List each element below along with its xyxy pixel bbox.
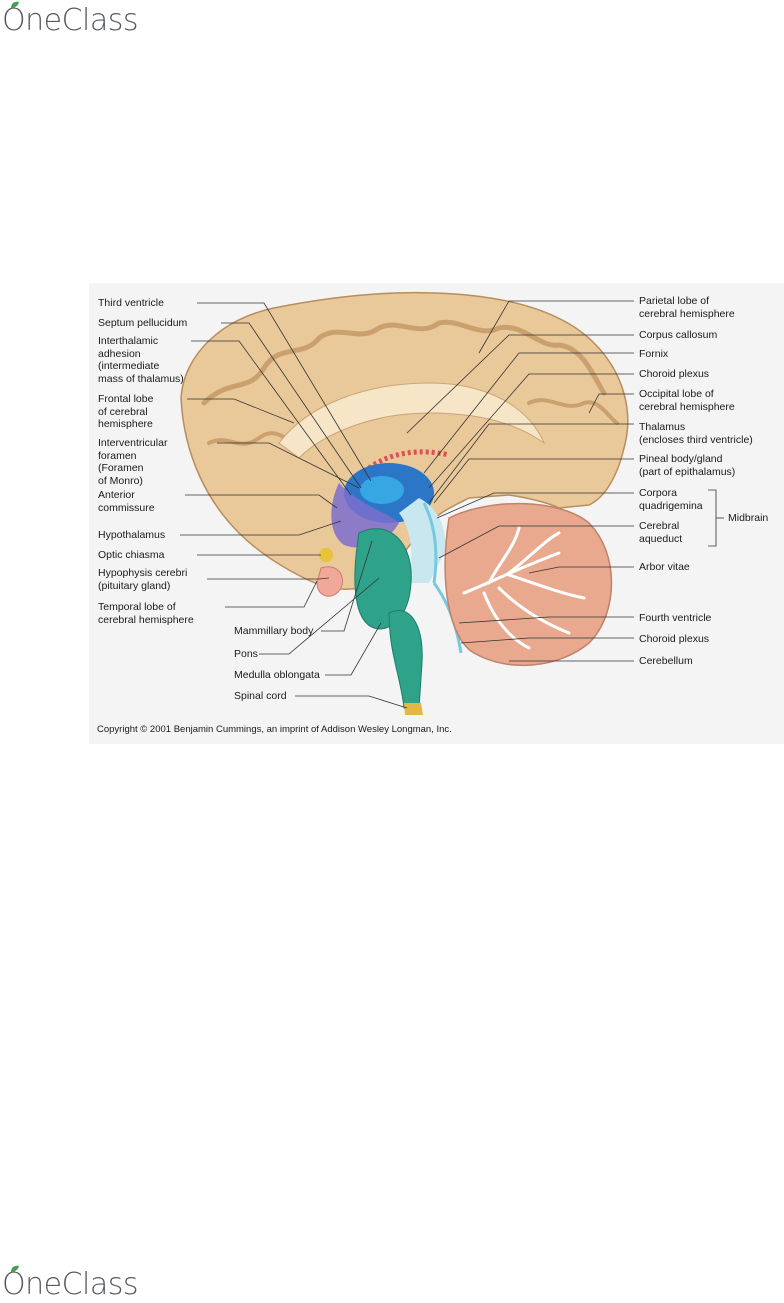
label-frontal-lobe: Frontal lobe of cerebral hemisphere bbox=[98, 393, 154, 430]
label-cerebral-aqueduct: Cerebral aqueduct bbox=[639, 520, 683, 545]
label-interthalamic-adhesion: Interthalamic adhesion (intermediate mas… bbox=[98, 335, 184, 385]
cerebrum-shape bbox=[180, 291, 629, 591]
label-medulla-oblongata: Medulla oblongata bbox=[234, 669, 320, 681]
label-parietal-lobe: Parietal lobe of cerebral hemisphere bbox=[639, 295, 735, 320]
brain-illustration bbox=[180, 291, 724, 715]
label-choroid-plexus-lower: Choroid plexus bbox=[639, 633, 710, 645]
medulla-shape bbox=[388, 610, 423, 709]
label-choroid-plexus-upper: Choroid plexus bbox=[639, 368, 710, 380]
arbor-vitae-shape bbox=[462, 526, 586, 650]
label-midbrain: Midbrain bbox=[728, 512, 769, 524]
brain-sagittal-figure: Third ventricle Septum pellucidum Intert… bbox=[89, 283, 784, 744]
label-thalamus: Thalamus (encloses third ventricle) bbox=[639, 421, 753, 446]
label-fourth-ventricle: Fourth ventricle bbox=[639, 612, 712, 624]
label-interventricular-foramen: Interventricular foramen (Foramen of Mon… bbox=[98, 437, 168, 487]
pituitary-shape bbox=[316, 566, 343, 597]
logo-text: OneClass bbox=[2, 3, 139, 38]
label-corpora-quadrigemina: Corpora quadrigemina bbox=[639, 487, 703, 512]
label-hypophysis-cerebri: Hypophysis cerebri (pituitary gland) bbox=[98, 567, 188, 592]
leaf-icon bbox=[11, 1, 19, 8]
logo-text: OneClass bbox=[2, 1267, 139, 1302]
oneclass-logo-top: OneClass bbox=[2, 1, 139, 38]
leaf-icon bbox=[11, 1265, 19, 1272]
label-third-ventricle: Third ventricle bbox=[98, 297, 164, 309]
label-fornix: Fornix bbox=[639, 348, 669, 360]
label-arbor-vitae: Arbor vitae bbox=[639, 561, 690, 573]
label-anterior-commissure: Anterior commissure bbox=[98, 489, 155, 514]
label-cerebellum: Cerebellum bbox=[639, 655, 693, 667]
label-spinal-cord: Spinal cord bbox=[234, 690, 287, 702]
label-occipital-lobe: Occipital lobe of cerebral hemisphere bbox=[639, 388, 735, 413]
label-corpus-callosum: Corpus callosum bbox=[639, 329, 718, 341]
corpus-callosum-shape bbox=[278, 382, 546, 459]
label-pineal-body: Pineal body/gland (part of epithalamus) bbox=[639, 453, 736, 478]
label-optic-chiasma: Optic chiasma bbox=[98, 549, 165, 561]
copyright-text: Copyright © 2001 Benjamin Cummings, an i… bbox=[97, 724, 452, 735]
cerebellum-shape bbox=[444, 502, 613, 667]
spinal-cord-shape bbox=[404, 703, 423, 715]
oneclass-logo-bottom: OneClass bbox=[2, 1265, 139, 1302]
label-pons: Pons bbox=[234, 648, 258, 660]
label-septum-pellucidum: Septum pellucidum bbox=[98, 317, 188, 329]
label-temporal-lobe: Temporal lobe of cerebral hemisphere bbox=[98, 601, 194, 626]
label-hypothalamus: Hypothalamus bbox=[98, 529, 166, 541]
label-mammillary-body: Mammillary body bbox=[234, 625, 314, 637]
